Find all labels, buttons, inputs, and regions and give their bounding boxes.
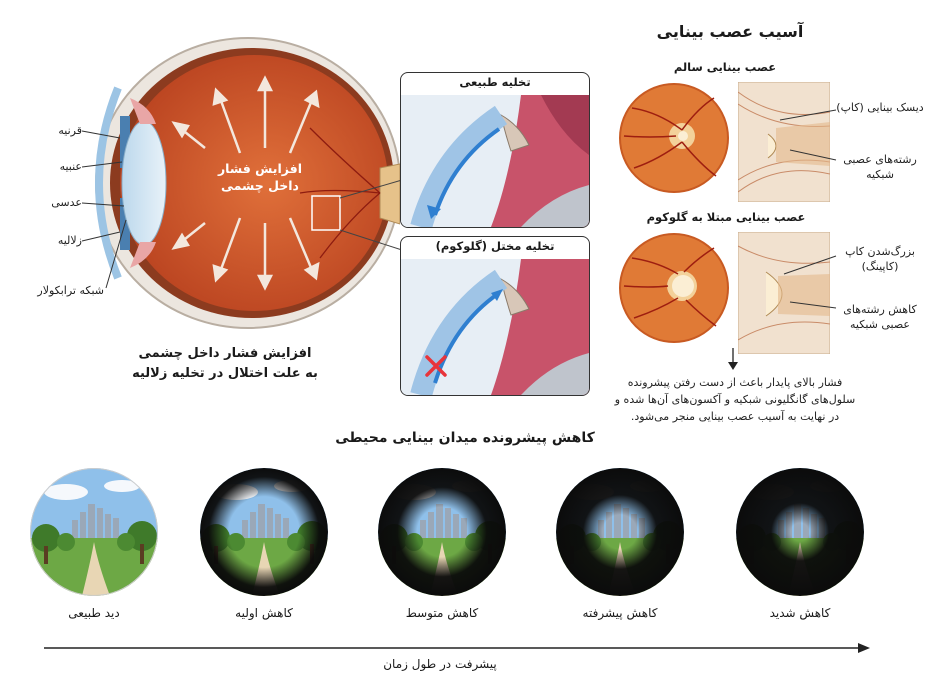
healthy-leader-lines: [779, 109, 837, 161]
down-arrow-icon: [728, 348, 738, 370]
visual-field-stage-label: کاهش متوسط: [405, 606, 479, 620]
visual-field-stage: [200, 468, 328, 596]
eye-cross-section: [80, 28, 400, 338]
healthy-fundus: [619, 83, 729, 193]
label-iris: عنبیه: [59, 160, 82, 173]
healthy-nerve-title: عصب بینایی سالم: [673, 60, 777, 74]
field-loss-title: کاهش پیشرونده میدان بینایی محیطی: [335, 430, 595, 446]
optic-damage-title: آسیب عصب بینایی: [656, 22, 804, 41]
glaucoma-fundus: [619, 233, 729, 343]
vignette-overlay: [30, 468, 158, 596]
damage-explanation: فشار بالای پایدار باعث از دست رفتن پیشرو…: [614, 376, 856, 423]
blocked-x-icon: [425, 355, 447, 377]
normal-drainage-illustration: [401, 95, 589, 227]
label-cupping: بزرگ‌شدن کاپ (کاپینگ): [845, 245, 915, 273]
visual-field-stage: [30, 468, 158, 596]
vignette-overlay: [556, 468, 684, 596]
label-trabecular: شبکه ترابکولار: [37, 284, 104, 297]
visual-field-stage-label: کاهش شدید: [769, 606, 831, 620]
eye-illustration: [95, 37, 400, 329]
visual-field-stage: [736, 468, 864, 596]
label-leader-lines: [81, 130, 127, 289]
visual-field-stage-label: دید طبیعی: [68, 606, 120, 620]
impaired-drainage-illustration: [401, 259, 589, 395]
vignette-overlay: [200, 468, 328, 596]
eye-inner-text: افزایش فشار داخل چشمی: [217, 161, 303, 193]
glaucoma-leader-lines: [783, 255, 837, 309]
label-cornea: قرنیه: [58, 124, 82, 137]
vignette-overlay: [736, 468, 864, 596]
label-optic-disc: دیسک بینایی (کاپ): [836, 101, 924, 114]
eye-caption-line1: افزایش فشار داخل چشمی: [138, 346, 312, 361]
panel-normal-drainage: تخلیه طبیعی: [400, 72, 590, 228]
vignette-overlay: [378, 468, 506, 596]
healthy-nerve-section: [738, 82, 830, 202]
timeline-arrow: [44, 643, 870, 653]
panel-impaired-title: تخلیه مختل (گلوکوم): [435, 239, 555, 253]
timeline-label: پیشرفت در طول زمان: [383, 657, 497, 671]
eye-caption-line2: به علت اختلال در تخلیه زلالیه: [132, 366, 318, 381]
visual-field-stage: [378, 468, 506, 596]
visual-field-stage: [556, 468, 684, 596]
glaucoma-nerve-section: [738, 232, 830, 354]
label-lens: عدسی: [51, 196, 82, 209]
panel-normal-title: تخلیه طبیعی: [459, 75, 531, 89]
panel-impaired-drainage: تخلیه مختل (گلوکوم): [400, 236, 590, 396]
zoom-connector: [339, 179, 403, 251]
visual-field-stage-label: کاهش پیشرفته: [582, 606, 658, 620]
glaucoma-nerve-title: عصب بینایی مبتلا به گلوکوم: [646, 210, 806, 224]
label-nerve-fibers: رشته‌های عصبی شبکیه: [843, 153, 917, 181]
label-aqueous: زلالیه: [57, 234, 82, 247]
visual-field-stage-label: کاهش اولیه: [235, 606, 293, 620]
label-fiber-loss: کاهش رشته‌های عصبی شبکیه: [843, 303, 917, 331]
